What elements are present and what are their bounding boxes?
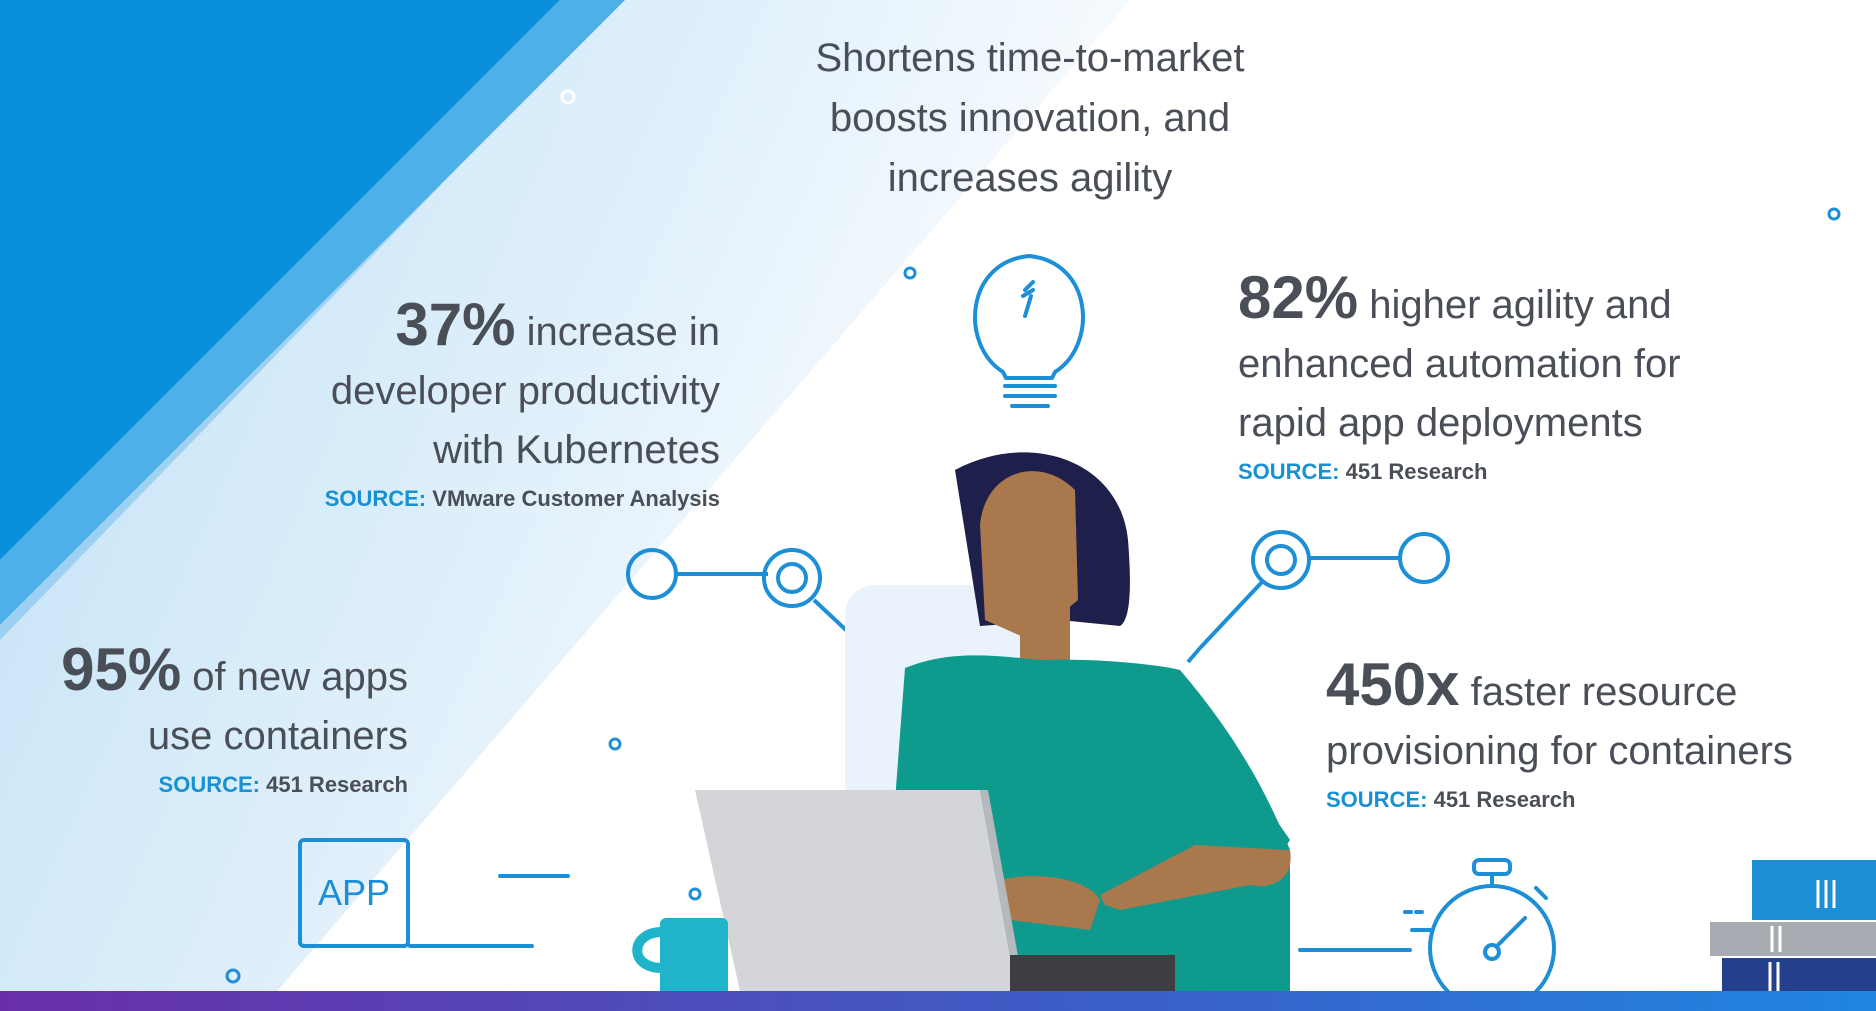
laptop-icon bbox=[695, 790, 1175, 1000]
stat-text: enhanced automation for bbox=[1238, 342, 1681, 386]
source-name: 451 Research bbox=[266, 772, 408, 797]
source-label: SOURCE: bbox=[1238, 459, 1340, 484]
stat-value: 82% bbox=[1238, 264, 1359, 331]
source-label: SOURCE: bbox=[158, 772, 260, 797]
stat-agility: 82% higher agility and enhanced automati… bbox=[1238, 268, 1798, 485]
stat-text: higher agility and bbox=[1369, 283, 1672, 327]
books-icon bbox=[1710, 860, 1876, 1000]
source-line: SOURCE: 451 Research bbox=[1238, 459, 1798, 485]
stat-containers: 95% of new apps use containers SOURCE: 4… bbox=[10, 640, 408, 798]
stat-provisioning: 450x faster resource provisioning for co… bbox=[1326, 655, 1871, 813]
stopwatch-icon bbox=[1298, 858, 1556, 1011]
stat-text: developer productivity bbox=[330, 369, 720, 413]
lightbulb-icon bbox=[973, 253, 1085, 408]
stat-text: of new apps bbox=[192, 655, 408, 699]
headline: Shortens time-to-market boosts innovatio… bbox=[815, 36, 1245, 200]
bottom-gradient-bar bbox=[0, 991, 1876, 1011]
stat-text: provisioning for containers bbox=[1326, 729, 1793, 773]
stat-text: faster resource bbox=[1470, 670, 1738, 714]
stat-text: increase in bbox=[526, 310, 720, 354]
connector-node-icon bbox=[1186, 530, 1450, 664]
source-label: SOURCE: bbox=[324, 486, 427, 511]
app-icon: APP bbox=[298, 838, 410, 948]
app-icon-label: APP bbox=[317, 872, 391, 913]
source-line: SOURCE: 451 Research bbox=[1326, 787, 1871, 813]
stat-developer-productivity: 37% increase in developer productivity w… bbox=[180, 295, 720, 512]
stat-value: 37% bbox=[395, 291, 516, 358]
stat-value: 450x bbox=[1326, 651, 1460, 718]
source-line: SOURCE: 451 Research bbox=[10, 772, 408, 798]
stat-value: 95% bbox=[61, 636, 182, 703]
source-name: VMware Customer Analysis bbox=[432, 486, 720, 511]
stat-text: with Kubernetes bbox=[433, 428, 720, 472]
source-name: 451 Research bbox=[1345, 459, 1488, 484]
source-line: SOURCE: VMware Customer Analysis bbox=[180, 486, 720, 512]
source-name: 451 Research bbox=[1433, 787, 1576, 812]
source-label: SOURCE: bbox=[1326, 787, 1428, 812]
coffee-mug-icon bbox=[632, 918, 728, 1000]
stat-text: rapid app deployments bbox=[1238, 401, 1643, 445]
stat-text: use containers bbox=[147, 714, 408, 758]
